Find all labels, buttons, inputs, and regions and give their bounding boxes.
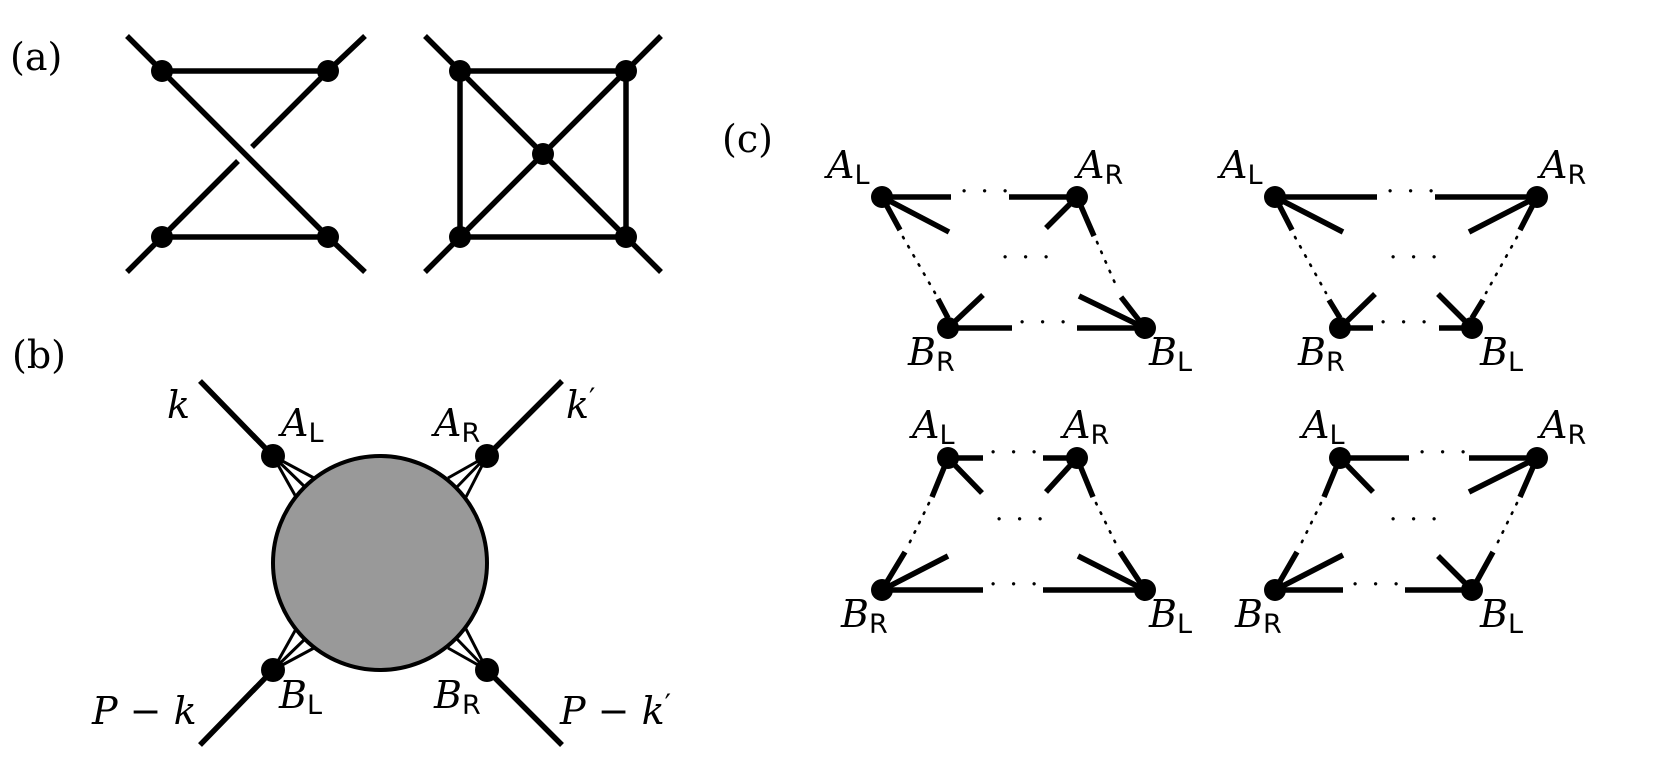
label-b-l: BL — [1479, 330, 1523, 378]
vertex — [317, 60, 339, 82]
center-vertex — [532, 143, 554, 165]
label-p-minus-k-prime: P − k′ — [559, 688, 671, 733]
crossed-box-diagram — [125, 34, 367, 274]
panel-b-label: (b) — [12, 333, 66, 377]
vertex — [615, 226, 637, 248]
label-a-r: AR — [1074, 143, 1123, 191]
vertex — [449, 60, 471, 82]
ladder-diagram-1: · · · · · · · · · AL AR BR BL — [824, 143, 1192, 378]
ellipsis: · · · — [1018, 308, 1069, 338]
label-b-l: BL — [1148, 592, 1192, 640]
ladder-diagram-4: · · · · · · · · · AL AR BR BL — [1234, 403, 1586, 640]
ellipsis: · · · — [989, 438, 1040, 468]
ellipsis: · · · — [995, 505, 1046, 535]
label-p-minus-k: P − k — [91, 689, 197, 733]
panel-c-label: (c) — [722, 117, 773, 161]
vertex — [151, 226, 173, 248]
label-b-l: BL — [278, 673, 322, 721]
box-outline — [457, 68, 629, 240]
vertex-b-l — [261, 658, 285, 682]
ellipsis: · · · — [989, 570, 1040, 600]
ellipsis: · · · — [1351, 570, 1402, 600]
label-b-r: BR — [433, 673, 481, 721]
ladder-diagram-3: · · · · · · · · · AL AR BR BL — [840, 403, 1192, 640]
leg-p-minus-k-prime — [485, 668, 564, 747]
label-a-r: AR — [1537, 403, 1586, 451]
label-a-l: AL — [1217, 143, 1263, 191]
label-a-r: AR — [431, 401, 480, 449]
label-a-l: AL — [1299, 403, 1345, 451]
label-a-r: AR — [1060, 403, 1109, 451]
crossing-line — [160, 69, 330, 239]
vertex-b-r — [475, 658, 499, 682]
crossing-line-lower — [160, 159, 240, 239]
label-a-r: AR — [1537, 143, 1586, 191]
label-b-r: BR — [1234, 592, 1282, 640]
label-b-r: BR — [907, 330, 955, 378]
vertex — [615, 60, 637, 82]
label-b-r: BR — [840, 592, 888, 640]
ellipsis: · · · — [960, 177, 1011, 207]
leg-p-minus-k — [198, 668, 275, 747]
ellipsis: · · · — [1386, 177, 1437, 207]
label-a-l: AL — [909, 403, 955, 451]
label-b-l: BL — [1479, 592, 1523, 640]
label-a-l: AL — [278, 401, 324, 449]
label-k: k — [167, 383, 190, 427]
vertex-a-l — [261, 444, 285, 468]
label-k-prime: k′ — [566, 382, 595, 427]
leg-k-prime — [485, 379, 564, 458]
ellipsis: · · · — [1379, 308, 1430, 338]
vertex — [317, 226, 339, 248]
crossing-line-upper — [250, 69, 330, 149]
box-center-vertex-diagram — [423, 34, 663, 274]
leg-k — [198, 379, 275, 458]
vertex — [449, 226, 471, 248]
ellipsis: · · · — [1389, 243, 1440, 273]
ladder-diagram-2: · · · · · · · · · AL AR BR BL — [1217, 143, 1586, 378]
label-b-l: BL — [1148, 330, 1192, 378]
ellipsis: · · · — [1418, 438, 1469, 468]
label-a-l: AL — [824, 143, 870, 191]
ellipsis: · · · — [1001, 243, 1052, 273]
interaction-blob — [271, 454, 489, 672]
label-b-r: BR — [1297, 330, 1345, 378]
four-point-blob-diagram: k k′ P − k P − k′ AL AR BL BR — [91, 379, 671, 747]
vertex-a-r — [475, 444, 499, 468]
vertex — [151, 60, 173, 82]
panel-a-label: (a) — [10, 35, 62, 79]
ellipsis: · · · — [1389, 505, 1440, 535]
